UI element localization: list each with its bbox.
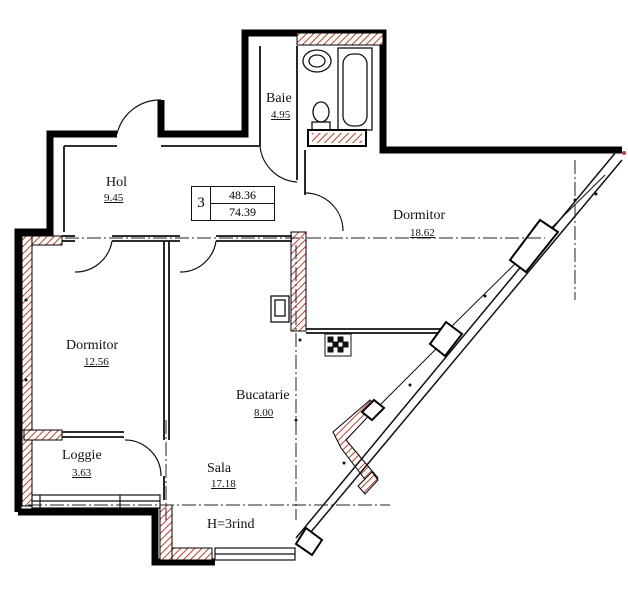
room-name-bucatarie: Bucatarie — [236, 388, 290, 403]
room-area-baie: 4.95 — [271, 109, 291, 121]
ceiling-height-label: H=3rind — [207, 517, 255, 532]
room-area-hol: 9.45 — [104, 192, 124, 204]
room-area-bucatarie: 8.00 — [254, 407, 274, 419]
axis-lines — [28, 160, 576, 520]
room-name-loggie: Loggie — [62, 448, 102, 463]
sink — [302, 49, 332, 73]
unit-summary-box: 3 48.36 74.39 — [191, 186, 275, 221]
exterior-walls — [14, 29, 622, 566]
room-area-dormitor-main: 18.62 — [410, 227, 435, 239]
room-area-dormitor-small: 12.56 — [84, 356, 109, 368]
unit-number: 3 — [192, 187, 211, 220]
bathtub — [337, 47, 373, 131]
room-name-hol: Hol — [106, 175, 127, 190]
edge-marker — [622, 151, 626, 155]
stove — [324, 333, 352, 357]
unit-total-area: 74.39 — [229, 205, 256, 219]
room-name-sala: Sala — [207, 461, 232, 476]
room-area-sala: 17.18 — [211, 478, 236, 490]
room-name-dormitor-main: Dormitor — [393, 208, 446, 223]
diagonal-window-blocks — [294, 218, 560, 557]
kitchen-sink — [270, 295, 290, 323]
diagonal-facade — [295, 151, 623, 546]
unit-living-area: 48.36 — [229, 188, 256, 202]
room-name-dormitor-small: Dormitor — [66, 338, 119, 353]
axis-ticks — [24, 192, 598, 465]
interior-walls — [62, 46, 445, 500]
room-area-loggie: 3.63 — [72, 467, 92, 479]
door-swings — [74, 99, 344, 477]
room-name-baie: Baie — [266, 91, 292, 106]
window-frames — [31, 494, 296, 561]
toilet — [311, 101, 331, 131]
bath-wall-hatch — [296, 32, 384, 46]
